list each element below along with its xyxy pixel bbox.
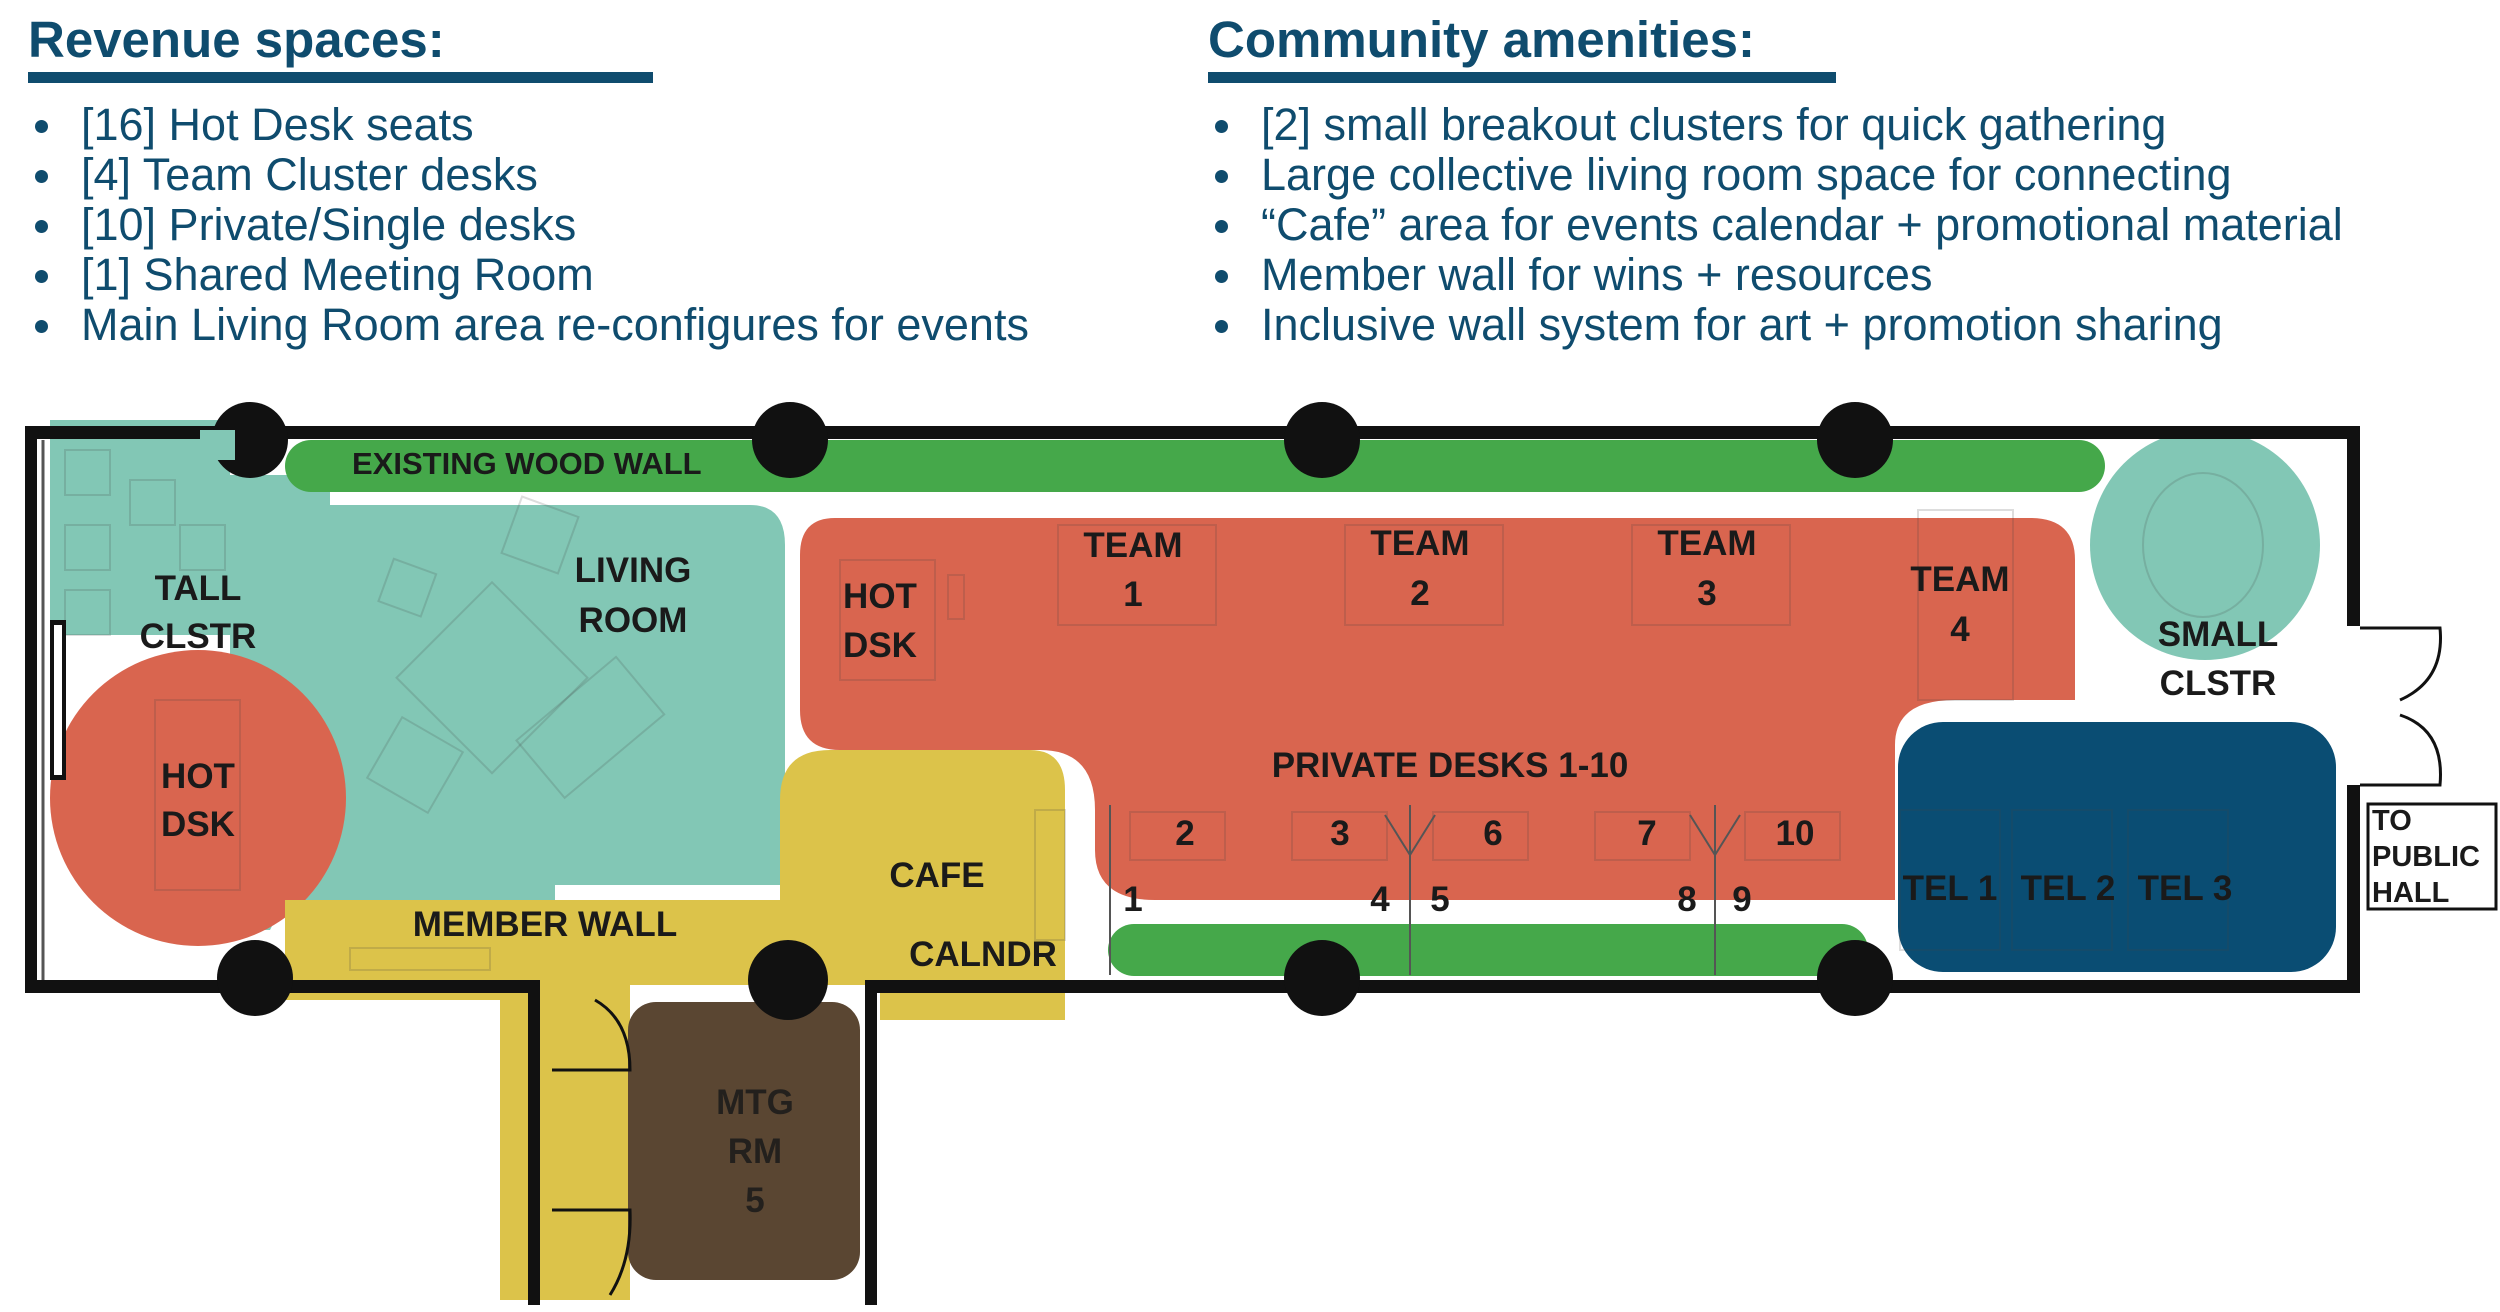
team-1-label: 1: [1123, 575, 1142, 614]
revenue-zone: [800, 518, 2075, 900]
team-1-label: TEAM: [1083, 526, 1182, 565]
phone-booths-zone: [1898, 722, 2336, 972]
building-walls: [25, 426, 2360, 1305]
small-cluster-label: CLSTR: [2160, 664, 2277, 703]
revenue-item: [4] Team Cluster desks: [28, 150, 1029, 200]
window-strip: [41, 440, 66, 980]
community-list: [2] small breakout clusters for quick ga…: [1208, 100, 2343, 350]
plan-labels: EXISTING WOOD WALL TALL CLSTR LIVING ROO…: [140, 446, 2480, 1220]
meeting-room-label: MTG: [716, 1083, 794, 1122]
living-room-label: ROOM: [579, 601, 688, 640]
tel-1-label: TEL 1: [1903, 869, 1998, 908]
private-desks-label: PRIVATE DESKS 1-10: [1272, 746, 1629, 785]
calendar-label: CALNDR: [909, 935, 1057, 974]
revenue-item: Main Living Room area re-configures for …: [28, 300, 1029, 350]
cafe-label: CAFE: [889, 856, 984, 895]
wood-wall-label: EXISTING WOOD WALL: [352, 446, 702, 481]
tall-cluster-label: TALL: [155, 569, 242, 608]
community-heading-underline: [1208, 72, 1836, 83]
desk-number: 4: [1370, 880, 1390, 919]
desk-number: 3: [1330, 814, 1349, 853]
desk-number: 2: [1175, 814, 1194, 853]
meeting-room-zone: [628, 1002, 860, 1280]
public-hall-box: [2366, 802, 2498, 911]
small-cluster-zone: [2090, 430, 2320, 660]
meeting-room-label: RM: [728, 1132, 782, 1171]
community-item: Large collective living room space for c…: [1208, 150, 2343, 200]
desk-partitions: [1109, 805, 1741, 975]
entry-door: [2360, 626, 2442, 787]
hot-desk-label: DSK: [843, 626, 917, 665]
revenue-list: [16] Hot Desk seats [4] Team Cluster des…: [28, 100, 1029, 350]
desk-number: 5: [1430, 880, 1449, 919]
revenue-item: [10] Private/Single desks: [28, 200, 1029, 250]
member-wall-label: MEMBER WALL: [413, 905, 677, 944]
community-item: Member wall for wins + resources: [1208, 250, 2343, 300]
revenue-item: [16] Hot Desk seats: [28, 100, 1029, 150]
hot-desk-round-zone: [50, 650, 346, 946]
public-hall-label: PUBLIC: [2372, 841, 2480, 873]
public-hall-label: HALL: [2372, 877, 2449, 909]
hot-desk-round-label: HOT: [161, 757, 235, 796]
cafe-zone: [285, 750, 1065, 1300]
hot-desk-round-label: DSK: [161, 805, 235, 844]
team-2-label: TEAM: [1370, 524, 1469, 563]
desk-number: 9: [1732, 880, 1751, 919]
community-item: [2] small breakout clusters for quick ga…: [1208, 100, 2343, 150]
public-hall-label: TO: [2372, 805, 2412, 837]
wood-wall-top: [285, 440, 2105, 492]
tel-3-label: TEL 3: [2138, 869, 2233, 908]
community-heading: Community amenities:: [1208, 11, 1755, 68]
desk-number: 7: [1637, 814, 1656, 853]
wood-wall-bottom: [1108, 924, 1868, 976]
hot-desk-label: HOT: [843, 577, 917, 616]
team-2-label: 2: [1410, 574, 1429, 613]
small-cluster-label: SMALL: [2158, 615, 2279, 654]
team-3-label: 3: [1697, 574, 1716, 613]
meeting-room-label: 5: [745, 1181, 764, 1220]
desk-number: 8: [1677, 880, 1696, 919]
desk-number: 1: [1123, 880, 1142, 919]
team-3-label: TEAM: [1657, 524, 1756, 563]
meeting-room-door: [552, 998, 632, 1296]
revenue-item: [1] Shared Meeting Room: [28, 250, 1029, 300]
team-4-label: TEAM: [1910, 560, 2009, 599]
living-room-label: LIVING: [575, 551, 692, 590]
zones: [50, 420, 2336, 1300]
team-4-label: 4: [1950, 610, 1970, 649]
desk-number: 10: [1776, 814, 1815, 853]
community-item: “Cafe” area for events calendar + promot…: [1208, 200, 2343, 250]
tall-cluster-label: CLSTR: [140, 617, 257, 656]
revenue-heading: Revenue spaces:: [28, 11, 445, 68]
desk-number: 6: [1483, 814, 1502, 853]
column-cutout: [200, 430, 235, 460]
furniture-outlines: [64, 449, 2264, 971]
revenue-heading-underline: [28, 72, 653, 83]
tel-2-label: TEL 2: [2021, 869, 2116, 908]
community-item: Inclusive wall system for art + promotio…: [1208, 300, 2343, 350]
